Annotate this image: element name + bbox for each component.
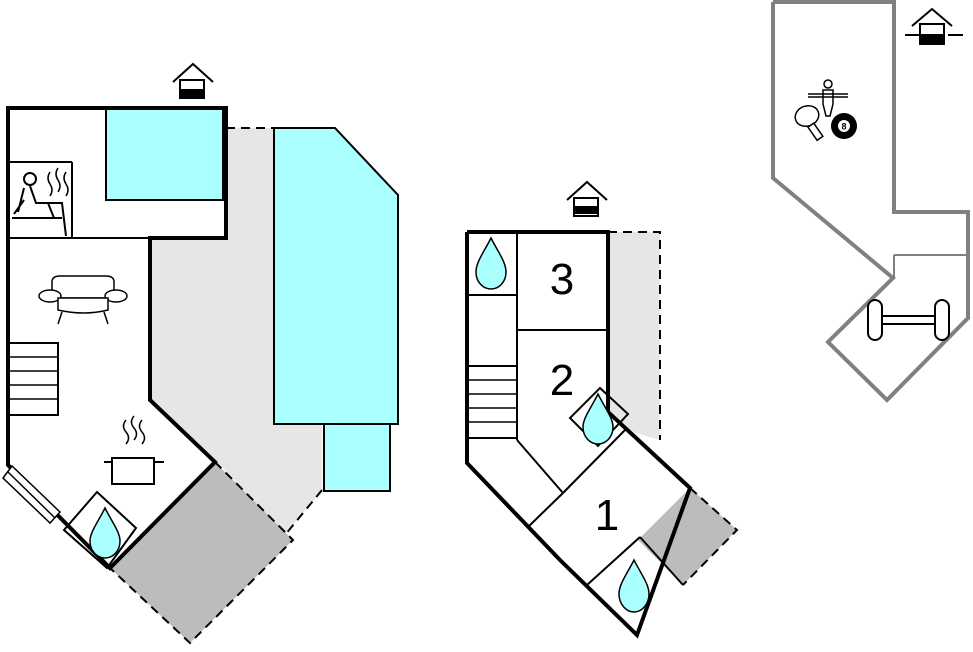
ensuite-bathroom: [568, 386, 630, 448]
wall-room-2-1: [562, 429, 626, 494]
hot-tub: [105, 107, 224, 201]
first-floor-walls: [465, 230, 693, 639]
basement-walls: [771, 0, 970, 403]
table-tennis-icon: [794, 104, 824, 142]
first-floor: 3 2 1: [465, 180, 739, 639]
water-drop-icon: [89, 506, 121, 559]
wall-bath-side: [639, 536, 684, 586]
swimming-pool: [273, 127, 399, 425]
staircase-first: [466, 365, 518, 439]
staircase: [7, 342, 59, 416]
billiard-ball-number: 8: [841, 122, 846, 132]
water-drop-icon: [475, 236, 507, 290]
table-football-icon: [808, 79, 848, 117]
balcony-edge: [608, 231, 661, 440]
house-entrance-icon: [905, 7, 963, 45]
bathroom-ground: [62, 490, 138, 570]
room-number-3: 3: [550, 255, 574, 304]
pool-terrace: [150, 128, 322, 535]
room-number-2: 2: [550, 356, 574, 405]
basement: 8: [771, 0, 970, 403]
wooden-deck: [110, 462, 293, 643]
house-entrance-icon: [172, 62, 214, 99]
sauna-icon: [12, 167, 69, 237]
first-floor-deck-edge: [682, 487, 739, 586]
deck-edge: [109, 461, 295, 645]
sofa-icon: [38, 275, 128, 325]
billiard-ball-icon: 8: [831, 113, 857, 139]
dumbbell-icon: [867, 299, 950, 341]
ground-floor: [2, 62, 399, 645]
wall-hall: [516, 439, 564, 494]
wall-room-1-bath: [586, 536, 641, 586]
first-floor-deck: [638, 488, 737, 585]
water-drop-icon: [582, 392, 614, 445]
house-entrance-icon: [566, 180, 608, 217]
cooking-pot-icon: [104, 415, 164, 485]
ground-floor-walls: [6, 106, 228, 571]
water-drop-icon: [618, 558, 650, 613]
balcony-area: [608, 232, 660, 440]
pool-steps: [323, 423, 391, 492]
room-number-1: 1: [595, 491, 619, 540]
wall-hall-2: [527, 492, 564, 528]
terrace-edge-lower: [284, 489, 323, 536]
